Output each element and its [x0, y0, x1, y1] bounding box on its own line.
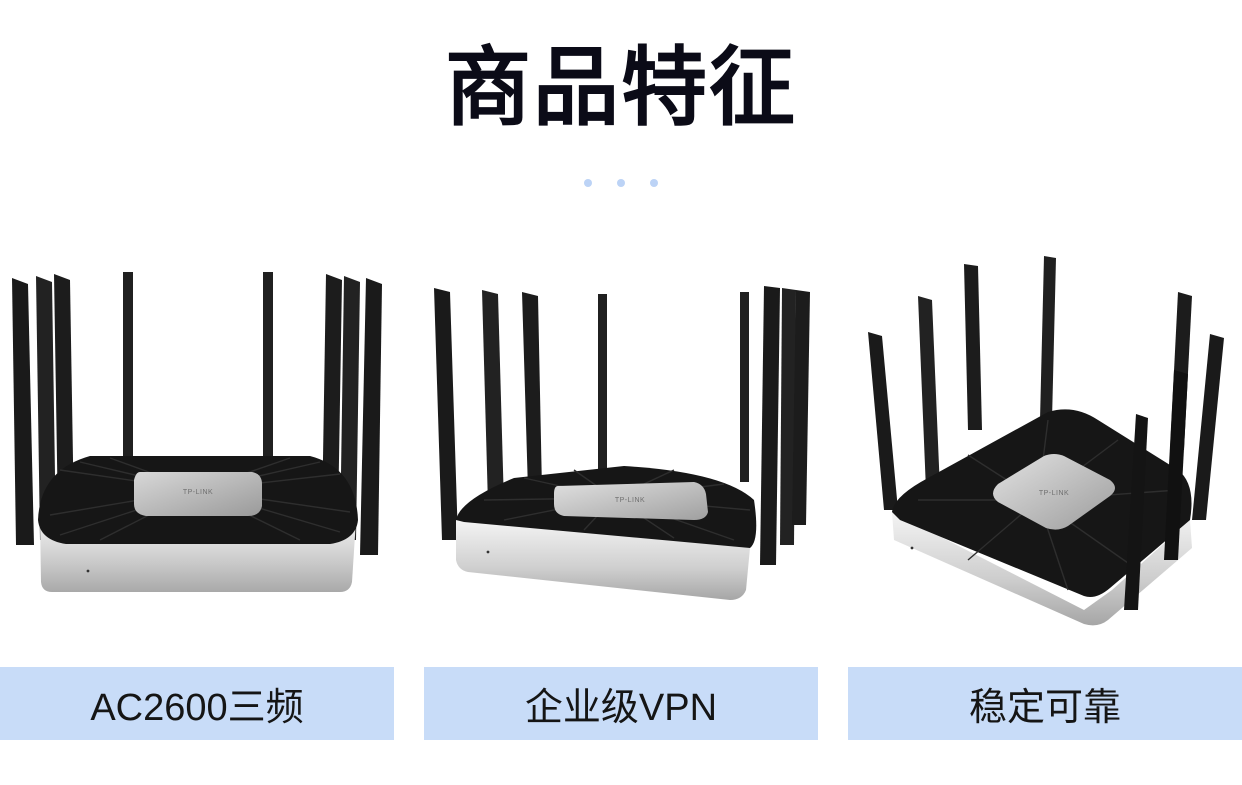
dot: [617, 179, 625, 187]
dot: [584, 179, 592, 187]
feature-card-3: TP-LINK 稳定可靠: [848, 0, 1242, 785]
router-top-angled-image: TP-LINK: [868, 256, 1224, 626]
feature-card-1: TP-LINK AC2600三频: [0, 0, 400, 785]
brand-logo: TP-LINK: [615, 497, 645, 504]
page-title: 商品特征: [445, 38, 797, 138]
feature-label-stable: 稳定可靠: [848, 667, 1242, 740]
feature-label-ac2600: AC2600三频: [0, 667, 394, 740]
router-front-image: TP-LINK: [12, 272, 382, 592]
brand-logo: TP-LINK: [183, 489, 213, 496]
dot: [650, 179, 658, 187]
feature-label-vpn: 企业级VPN: [424, 667, 818, 740]
brand-logo: TP-LINK: [1039, 490, 1069, 497]
router-angled-image: TP-LINK: [434, 286, 810, 600]
feature-card-2: TP-LINK 企业级VPN: [424, 0, 818, 785]
decorative-dots: [0, 179, 1242, 187]
